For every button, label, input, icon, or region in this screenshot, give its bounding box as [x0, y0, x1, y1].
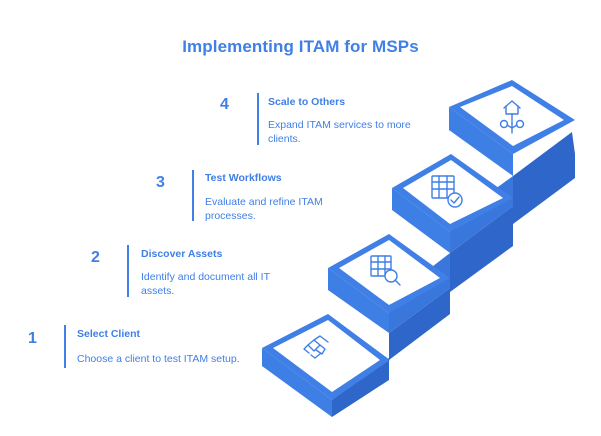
step-number: 1: [28, 330, 37, 347]
step-description: Choose a client to test ITAM setup.: [77, 353, 240, 365]
stair-tops: [262, 80, 575, 400]
step-description: Evaluate and refine ITAM processes.: [205, 196, 323, 222]
table-search-icon: [370, 255, 401, 286]
step-divider: [64, 325, 66, 368]
step-divider: [257, 93, 259, 145]
step-heading: Scale to Others: [268, 96, 346, 108]
step-heading: Select Client: [77, 328, 141, 340]
house-tree-icon: [499, 100, 525, 134]
step-divider: [192, 170, 194, 221]
step-number: 2: [91, 249, 100, 266]
step-description: Expand ITAM services to more clients.: [268, 119, 411, 145]
step-number: 4: [220, 96, 229, 113]
handshake-icon: [303, 335, 329, 359]
step-heading: Test Workflows: [205, 172, 282, 184]
table-check-icon: [431, 175, 463, 208]
page-title: Implementing ITAM for MSPs: [182, 37, 419, 56]
step-number: 3: [156, 174, 165, 191]
step-description: Identify and document all IT assets.: [141, 271, 270, 297]
step-heading: Discover Assets: [141, 248, 223, 260]
step-divider: [127, 245, 129, 297]
